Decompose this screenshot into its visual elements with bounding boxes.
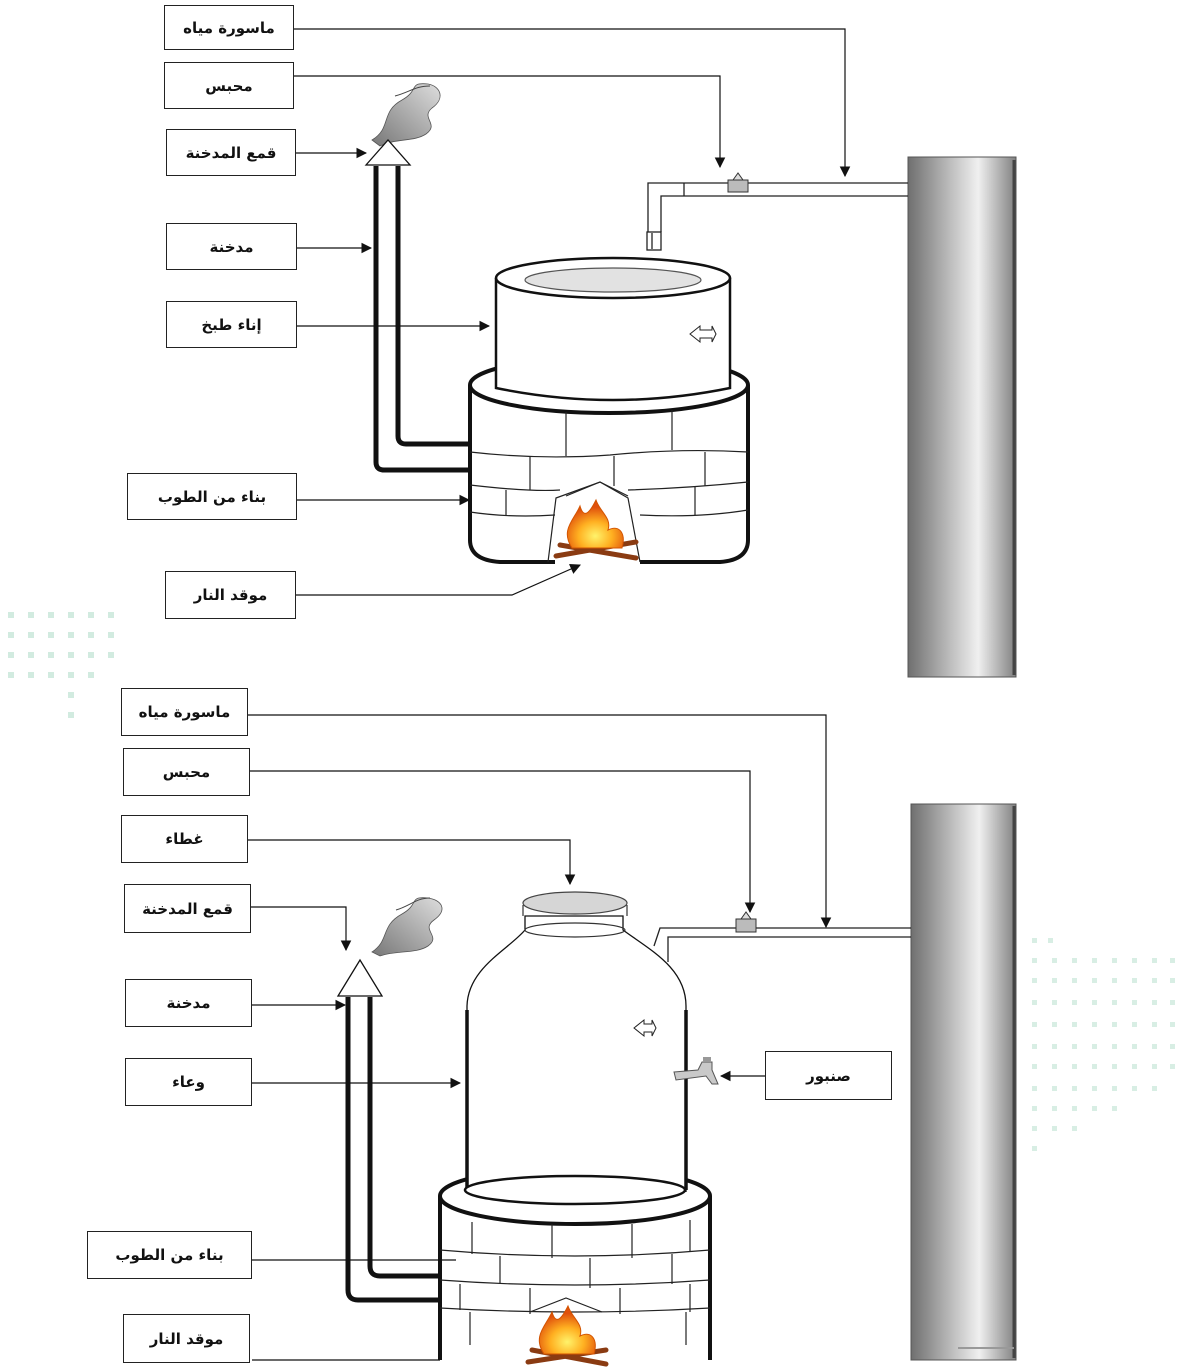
label-fire-pit: موقد النار	[165, 571, 296, 619]
top-water-pipe	[646, 182, 908, 251]
label-brick-structure: بناء من الطوب	[87, 1231, 252, 1279]
fire-icon	[553, 498, 639, 561]
faucet-icon	[673, 1057, 719, 1085]
fire-icon	[525, 1304, 609, 1367]
bottom-chimney-cap	[336, 958, 384, 997]
valve-icon	[727, 172, 749, 193]
label-fire-pit: موقد النار	[123, 1314, 250, 1363]
label-valve: محبس	[164, 62, 294, 109]
smoke-icon	[371, 83, 441, 147]
smoke-icon	[371, 897, 443, 957]
valve-icon	[735, 911, 757, 933]
bottom-chimney	[345, 997, 440, 1303]
label-valve: محبس	[123, 748, 250, 796]
label-brick-structure: بناء من الطوب	[127, 473, 297, 520]
bottom-container	[463, 915, 688, 1206]
label-chimney: مدخنة	[125, 979, 252, 1027]
top-cooking-pot	[494, 256, 732, 402]
top-chimney	[373, 166, 470, 473]
label-chimney-cap: قمع المدخنة	[124, 884, 251, 933]
decorative-dots-right	[1032, 938, 1175, 1151]
label-container: وعاء	[125, 1058, 252, 1106]
top-chimney-cap	[364, 139, 412, 166]
label-faucet: صنبور	[765, 1051, 892, 1100]
top-leader-lines	[294, 28, 851, 596]
top-wall-pillar	[907, 156, 1017, 678]
label-chimney: مدخنة	[166, 223, 297, 270]
bottom-water-pipe	[653, 927, 911, 962]
label-water-pipe: ماسورة مياه	[121, 688, 248, 736]
label-water-pipe: ماسورة مياه	[164, 5, 294, 50]
bottom-wall-pillar	[910, 803, 1017, 1361]
bottom-lid	[522, 891, 628, 916]
bottom-leader-lines	[248, 714, 832, 1361]
label-chimney-cap: قمع المدخنة	[166, 129, 296, 176]
decorative-dots-left	[8, 612, 114, 718]
label-lid: غطاء	[121, 815, 248, 863]
label-cooking-pot: إناء طبخ	[166, 301, 297, 348]
